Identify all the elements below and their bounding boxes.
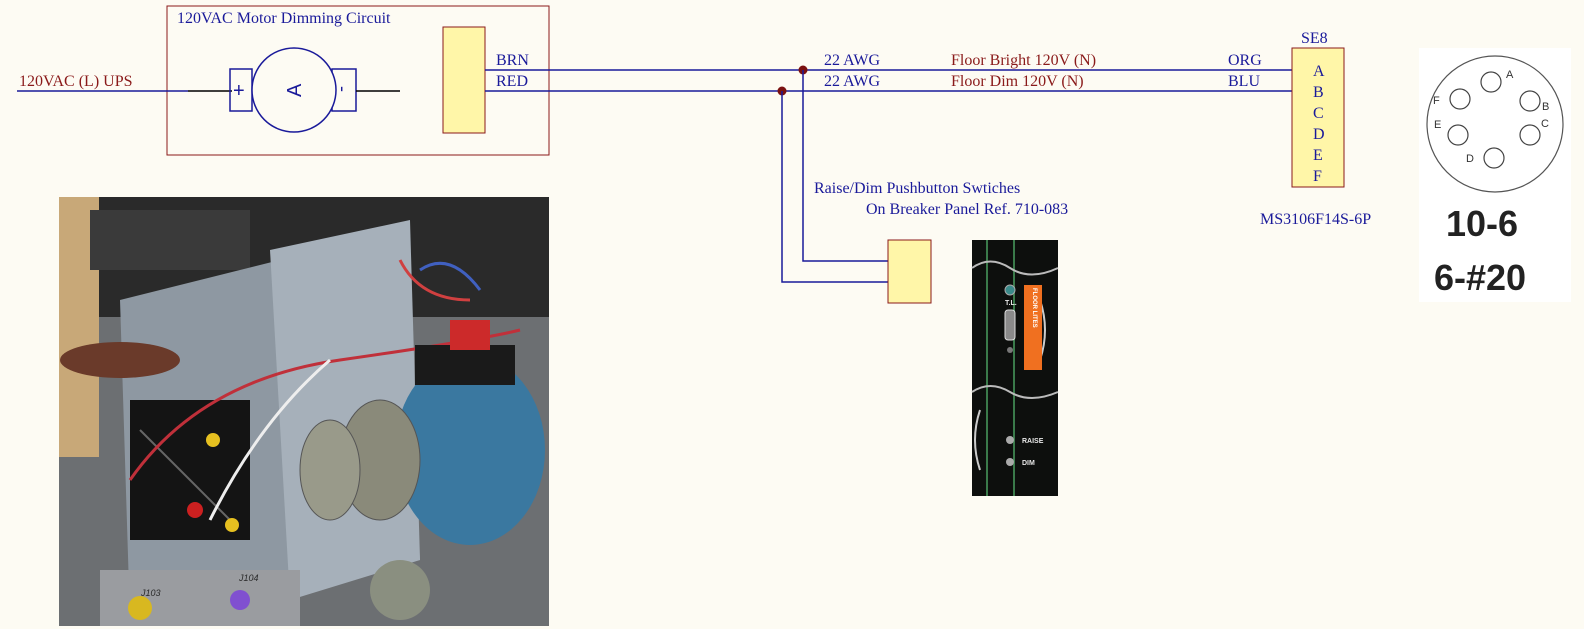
connector-pin-f: F (1313, 168, 1322, 185)
switch-wire-red (781, 91, 888, 283)
floor-lites-tag-text: FLOOR LITES (1031, 288, 1037, 328)
connector-block (1291, 47, 1345, 188)
connector-face-pin-b-icon (1519, 90, 1541, 112)
motor-plus-sign: + (233, 80, 245, 102)
motor-minus-sign: - (333, 86, 353, 92)
wire-brn-end-color: ORG (1228, 52, 1262, 69)
wire-red-end-color: BLU (1228, 73, 1260, 90)
switches-label-line1: Raise/Dim Pushbutton Swtiches (814, 180, 1020, 197)
connector-face-letter-f: F (1433, 95, 1440, 107)
wire-red-signal: Floor Dim 120V (N) (951, 73, 1084, 90)
panel-tl-label: T.L. (1005, 300, 1017, 307)
pushbutton-switch-block (887, 239, 932, 304)
connector-face-diagram: A B C D E F 10-6 6-#20 (1419, 48, 1571, 302)
connector-ref: SE8 (1301, 30, 1328, 47)
wire-brn-signal: Floor Bright 120V (N) (951, 52, 1096, 69)
connector-face-pin-c-icon (1519, 124, 1541, 146)
connector-pin-labels: A B C D E F (1313, 63, 1325, 185)
switches-label-line2: On Breaker Panel Ref. 710-083 (866, 201, 1068, 218)
source-label: 120VAC (L) UPS (19, 73, 133, 90)
connector-contact-spec: 6-#20 (1434, 257, 1526, 298)
wire-brn-gauge: 22 AWG (824, 52, 880, 69)
connector-face-pin-d-icon (1483, 147, 1505, 169)
connector-face-letter-d: D (1466, 153, 1474, 165)
connector-part-number: MS3106F14S-6P (1260, 211, 1371, 228)
connector-shell-size: 10-6 (1446, 203, 1518, 244)
motor-circuit-title: 120VAC Motor Dimming Circuit (177, 10, 391, 27)
connector-pin-b: B (1313, 84, 1324, 101)
connector-face-pin-e-icon (1447, 124, 1469, 146)
breaker-panel-photo: FLOOR LITES T.L. RAISE DIM (971, 240, 1059, 496)
connector-face-pin-f-icon (1449, 88, 1471, 110)
motor-symbol: + - A (229, 47, 357, 133)
floor-lites-tag (1024, 285, 1042, 370)
photo-j104-label: J104 (238, 573, 259, 583)
wire-red-gauge: 22 AWG (824, 73, 880, 90)
connector-face-letter-b: B (1542, 101, 1549, 113)
terminal-block (442, 26, 486, 134)
connector-face-letter-a: A (1506, 69, 1514, 81)
wire-brn-color: BRN (496, 52, 529, 69)
connector-face-letter-c: C (1541, 118, 1549, 130)
connector-pin-c: C (1313, 105, 1324, 122)
photo-j103-label: J103 (140, 588, 161, 598)
motor-circuit-box (166, 5, 550, 156)
connector-face-pin-a-icon (1480, 71, 1502, 93)
connector-face-letter-e: E (1434, 119, 1441, 131)
motor-armature-label: A (284, 83, 306, 97)
dim-label: DIM (1022, 460, 1035, 467)
connector-pin-d: D (1313, 126, 1325, 143)
motor-assembly-photo: J103 J104 (59, 197, 549, 626)
connector-pin-e: E (1313, 147, 1323, 164)
wire-red-color: RED (496, 73, 528, 90)
switch-wire-brn (802, 70, 888, 262)
connector-pin-a: A (1313, 63, 1325, 80)
raise-label: RAISE (1022, 438, 1044, 445)
